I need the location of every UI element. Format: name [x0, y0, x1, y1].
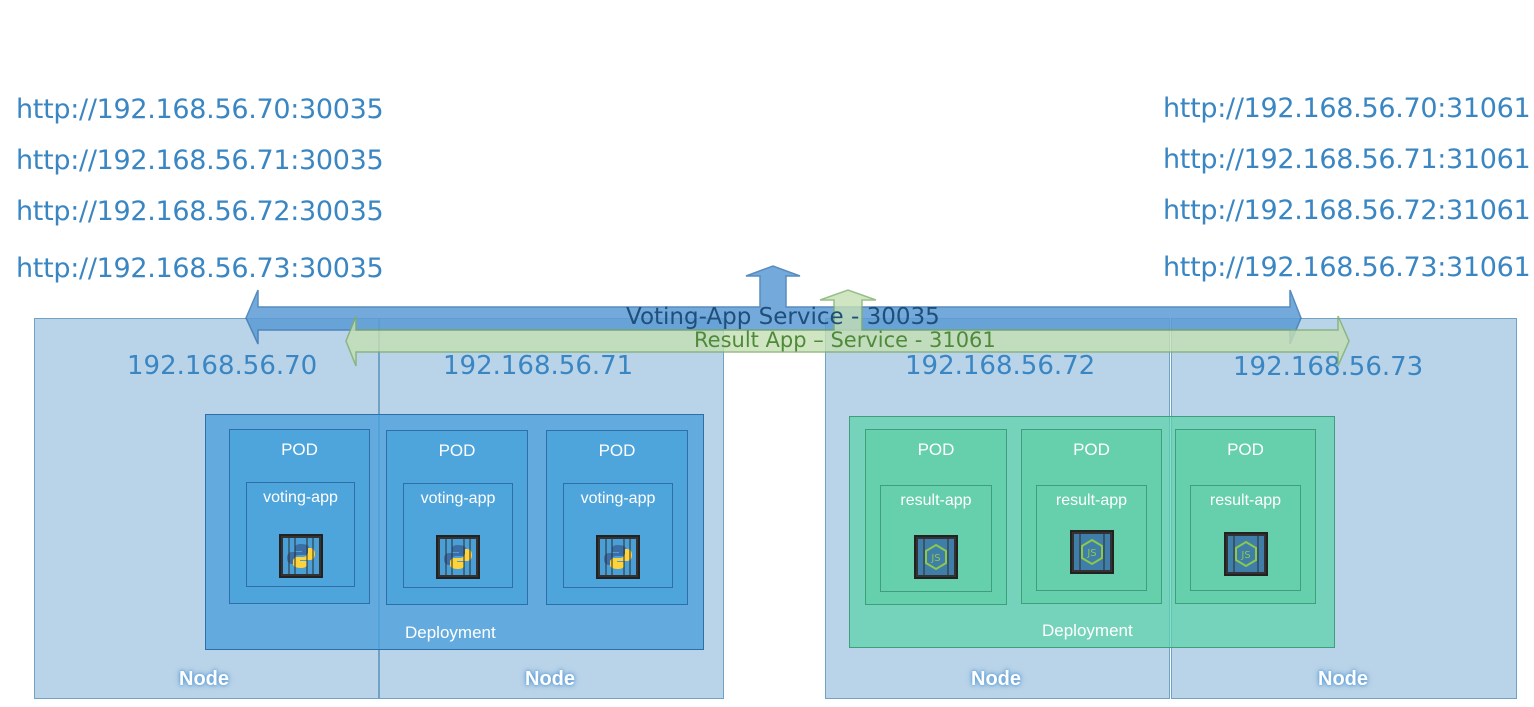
voting-container: voting-app	[403, 483, 513, 588]
container-name: result-app	[1055, 492, 1128, 509]
python-icon	[436, 535, 480, 579]
voting-deployment-label: Deployment	[405, 623, 496, 642]
result-url-2: http://192.168.56.71:31061	[1163, 144, 1531, 175]
result-url-4: http://192.168.56.73:31061	[1163, 252, 1531, 283]
result-pod-2: POD result-app JS	[1021, 429, 1162, 604]
python-icon	[278, 534, 323, 578]
voting-url-1: http://192.168.56.70:30035	[16, 94, 384, 125]
node-4-label: Node	[1318, 668, 1368, 690]
svg-text:JS: JS	[1240, 550, 1250, 561]
voting-url-3: http://192.168.56.72:30035	[16, 196, 384, 227]
pod-title: POD	[1073, 440, 1110, 459]
voting-pod-3: POD voting-app	[546, 430, 688, 605]
voting-container: voting-app	[563, 483, 673, 588]
pod-title: POD	[438, 441, 476, 460]
result-service-label: Result App – Service - 31061	[694, 328, 996, 352]
container-name: voting-app	[263, 489, 338, 506]
svg-text:JS: JS	[930, 553, 940, 564]
container-name: result-app	[900, 492, 972, 509]
node-1-label: Node	[179, 668, 229, 690]
result-url-1: http://192.168.56.70:31061	[1163, 93, 1531, 124]
voting-service-label: Voting-App Service - 30035	[626, 304, 940, 330]
container-name: voting-app	[420, 490, 496, 507]
node-1-ip: 192.168.56.70	[127, 351, 318, 381]
node-4-ip: 192.168.56.73	[1233, 352, 1424, 382]
pod-title: POD	[281, 440, 318, 459]
node-3-ip: 192.168.56.72	[905, 351, 1096, 381]
container-name: result-app	[1209, 492, 1282, 509]
voting-url-4: http://192.168.56.73:30035	[16, 253, 384, 284]
result-url-3: http://192.168.56.72:31061	[1163, 195, 1531, 226]
svg-text:JS: JS	[1086, 548, 1096, 559]
pod-title: POD	[598, 441, 636, 460]
container-name: voting-app	[580, 490, 656, 507]
voting-pod-1: POD voting-app	[229, 429, 370, 604]
result-deployment-label: Deployment	[1042, 621, 1133, 640]
result-container: result-app JS	[880, 485, 992, 592]
nodejs-icon: JS	[914, 535, 958, 579]
result-pod-3: POD result-app JS	[1175, 429, 1316, 604]
node-2-ip: 192.168.56.71	[443, 351, 634, 381]
python-icon	[596, 535, 640, 579]
nodejs-icon: JS	[1069, 530, 1114, 574]
result-service-arrow	[345, 289, 1350, 367]
pod-title: POD	[917, 440, 955, 459]
node-3-label: Node	[971, 668, 1021, 690]
result-pod-1: POD result-app JS	[865, 429, 1007, 605]
result-container: result-app JS	[1036, 485, 1147, 591]
result-container: result-app JS	[1190, 485, 1301, 591]
voting-pod-2: POD voting-app	[386, 430, 528, 605]
pod-title: POD	[1227, 440, 1264, 459]
voting-container: voting-app	[246, 482, 355, 587]
node-2-label: Node	[525, 668, 575, 690]
nodejs-icon: JS	[1223, 532, 1268, 576]
voting-url-2: http://192.168.56.71:30035	[16, 145, 384, 176]
